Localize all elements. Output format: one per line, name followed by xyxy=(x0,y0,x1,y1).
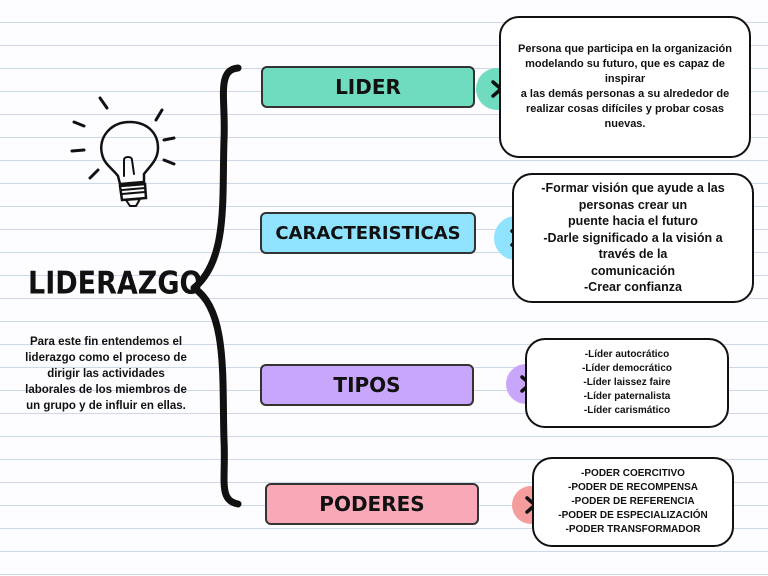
branch-pill-lider: LIDER xyxy=(261,66,475,108)
box-line: -Líder carismático xyxy=(583,405,671,416)
box-line: -PODER TRANSFORMADOR xyxy=(565,524,701,535)
branch-pill-poderes: PODERES xyxy=(265,483,479,525)
branch-label-poderes: PODERES xyxy=(319,492,425,516)
branch-box-lider: Persona que participa en la organización… xyxy=(499,16,751,158)
box-line: -PODER COERCITIVO xyxy=(581,468,685,479)
box-line: -Crear confianza xyxy=(584,280,682,295)
box-line: -Líder democrático xyxy=(581,363,673,374)
box-line: -Formar visión que ayude a las personas … xyxy=(541,181,725,212)
box-line: -Darle significado a la visión a través … xyxy=(543,230,723,262)
box-line: -Líder laissez faire xyxy=(583,377,671,388)
branch-pill-caracteristicas: CARACTERISTICAS xyxy=(260,212,476,254)
box-line: realizar cosas difíciles y probar cosas … xyxy=(525,103,725,130)
box-line: -PODER DE RECOMPENSA xyxy=(567,482,698,493)
branch-label-caracteristicas: CARACTERISTICAS xyxy=(275,222,461,244)
branch-box-caracteristicas: -Formar visión que ayude a las personas … xyxy=(512,173,754,303)
branch-box-poderes: -PODER COERCITIVO -PODER DE RECOMPENSA -… xyxy=(532,457,734,547)
box-line: -PODER DE ESPECIALIZACIÓN xyxy=(558,510,708,521)
main-topic-description: Para este fin entendemos el liderazgo co… xyxy=(25,336,187,412)
main-topic-title: LIDERAZGO xyxy=(28,265,203,302)
box-line: puente hacia el futuro xyxy=(568,214,698,229)
branch-label-tipos: TIPOS xyxy=(333,373,401,397)
lightbulb-icon xyxy=(70,96,176,207)
box-line: -Líder autocrático xyxy=(584,349,670,360)
box-line: -PODER DE REFERENCIA xyxy=(571,496,695,507)
box-line: -Líder paternalista xyxy=(583,391,671,402)
box-line: modelando su futuro, que es capaz de ins… xyxy=(525,58,725,85)
branch-box-tipos: -Líder autocrático -Líder democrático -L… xyxy=(525,338,729,428)
box-line: a las demás personas a su alrededor de xyxy=(520,88,730,100)
box-line: Persona que participa en la organización xyxy=(518,43,732,55)
box-line: comunicación xyxy=(590,263,676,278)
curly-brace xyxy=(190,64,242,508)
branch-label-lider: LIDER xyxy=(335,75,401,99)
branch-pill-tipos: TIPOS xyxy=(260,364,474,406)
